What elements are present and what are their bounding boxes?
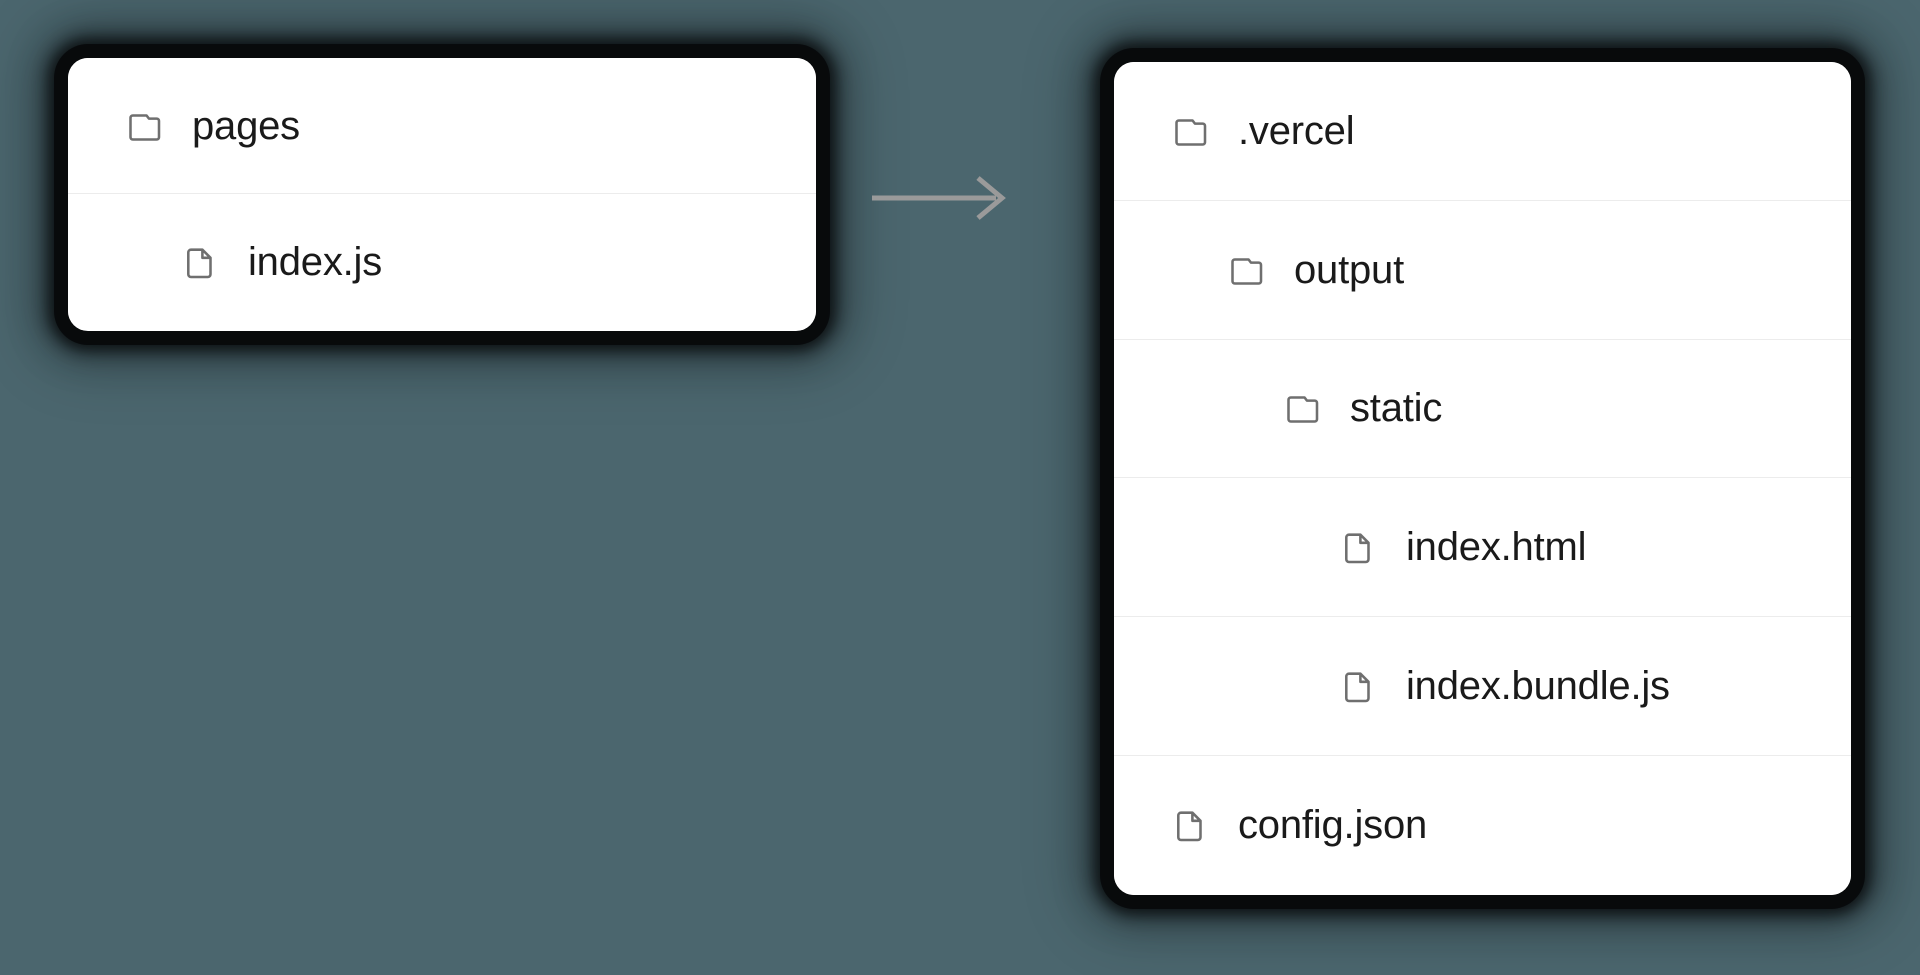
folder-icon	[1282, 388, 1322, 428]
source-file-tree-card: pages index.js	[68, 58, 816, 331]
tree-row-label: static	[1350, 386, 1443, 431]
file-icon	[180, 242, 220, 282]
build-output-file-tree-card: .vercel output static index.html index.bundl…	[1114, 62, 1851, 895]
tree-row-label: config.json	[1238, 803, 1428, 848]
tree-row-label: index.js	[248, 240, 383, 284]
tree-row-label: pages	[192, 103, 300, 148]
tree-row[interactable]: index.bundle.js	[1114, 617, 1851, 756]
output-tree-row-list: .vercel output static index.html index.bundl…	[1114, 62, 1851, 895]
file-icon	[1338, 666, 1378, 706]
source-tree-row-list: pages index.js	[68, 58, 816, 330]
tree-row[interactable]: config.json	[1114, 755, 1851, 895]
tree-row[interactable]: output	[1114, 200, 1851, 340]
tree-row[interactable]: index.html	[1114, 478, 1851, 618]
tree-row-label: index.bundle.js	[1406, 664, 1670, 709]
file-icon	[1170, 805, 1210, 845]
tree-row-label: output	[1294, 247, 1405, 292]
tree-row[interactable]: index.js	[68, 194, 816, 330]
tree-row-label: .vercel	[1238, 108, 1355, 153]
file-icon	[1338, 527, 1378, 567]
tree-row[interactable]: .vercel	[1114, 62, 1851, 201]
folder-icon	[1170, 111, 1210, 151]
folder-icon	[1226, 250, 1266, 290]
tree-row[interactable]: pages	[68, 58, 816, 194]
tree-row-label: index.html	[1406, 525, 1587, 570]
folder-icon	[124, 106, 164, 146]
right-arrow-icon	[870, 172, 1010, 224]
tree-row[interactable]: static	[1114, 339, 1851, 479]
